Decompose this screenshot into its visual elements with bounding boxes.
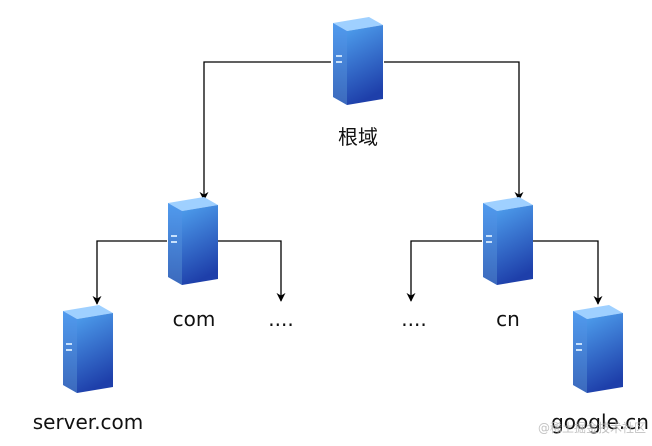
watermark: @稀土掘金技术社区 (537, 421, 646, 435)
ellipsis-right-label: .... (401, 307, 426, 331)
server-com-server-icon (63, 305, 113, 393)
edge-root-to-cn (384, 61, 524, 201)
com-server-icon (168, 197, 218, 285)
ellipsis-left-label: .... (268, 307, 293, 331)
com-label: com (173, 307, 216, 331)
edge-cn-to-ellipsis (406, 240, 482, 302)
edge-cn-to-google (533, 240, 603, 305)
edge-com-to-ellipsis (218, 240, 286, 302)
edge-root-to-com (199, 61, 331, 201)
edge-com-to-server (92, 240, 167, 305)
root-server-icon (333, 17, 383, 105)
root-label: 根域 (338, 125, 378, 149)
google-cn-label: google.cn (551, 410, 649, 434)
cn-label: cn (496, 307, 520, 331)
google-cn-server-icon (573, 305, 623, 393)
cn-server-icon (483, 197, 533, 285)
server-com-label: server.com (33, 410, 144, 434)
